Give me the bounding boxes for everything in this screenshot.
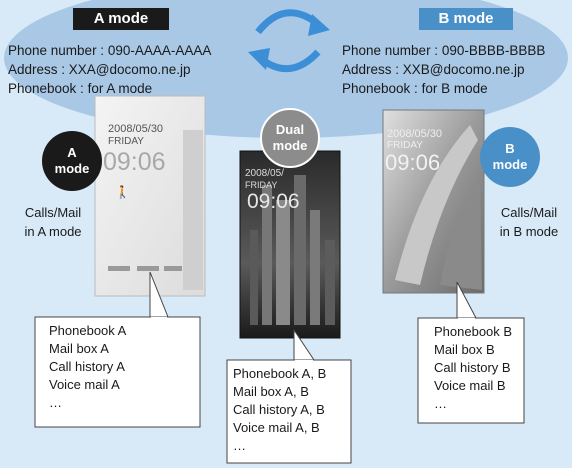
dual-badge-line2: mode	[272, 138, 308, 153]
dual-screen-day: FRIDAY	[245, 180, 278, 190]
callout-dual-item: Voice mail A, B	[233, 420, 320, 435]
a-screen-day: FRIDAY	[108, 136, 144, 147]
a-screen-time: 09:06	[103, 148, 166, 176]
a-side-label: Calls/Mail in A mode	[15, 203, 91, 241]
a-badge-line1: A	[67, 145, 77, 160]
b-screen-time: 09:06	[385, 150, 441, 175]
callout-a-item: Call history A	[49, 359, 125, 374]
a-mode-header: A mode	[73, 8, 169, 30]
person-icon: 🚶	[115, 185, 130, 199]
b-side-label: Calls/Mail in B mode	[490, 203, 568, 241]
phone-screen-a	[94, 95, 206, 297]
b-mode-phone: Phone number : 090-BBBB-BBBB	[342, 43, 546, 58]
callout-dual-item: Phonebook A, B	[233, 366, 327, 381]
b-mode-header: B mode	[419, 8, 513, 30]
callout-b-item: Voice mail B	[434, 378, 506, 393]
phone-screen-dual	[239, 150, 341, 339]
b-side-line2: in B mode	[499, 224, 559, 239]
callout-a-item: Voice mail A	[49, 377, 120, 392]
swap-arrows-icon	[248, 9, 330, 73]
b-mode-phonebook: Phonebook : for B mode	[342, 81, 488, 96]
a-mode-address: Address : XXA@docomo.ne.jp	[8, 62, 191, 77]
callout-dual	[226, 328, 352, 464]
callout-b-item: Mail box B	[434, 342, 495, 357]
callout-a-list: Phonebook A Mail box A Call history A Vo…	[49, 322, 126, 412]
callout-dual-item: …	[233, 438, 246, 453]
a-mode-phone: Phone number : 090-AAAA-AAAA	[8, 43, 212, 58]
b-screen-day: FRIDAY	[387, 140, 423, 151]
callout-b-item: Call history B	[434, 360, 511, 375]
dual-badge-line1: Dual	[275, 122, 305, 137]
b-badge-line2: mode	[492, 157, 528, 172]
dual-screen-date: 2008/05/	[245, 168, 284, 179]
callout-dual-list: Phonebook A, B Mail box A, B Call histor…	[233, 365, 326, 455]
a-screen-date: 2008/05/30	[108, 123, 164, 135]
callout-b-item: Phonebook B	[434, 324, 513, 339]
callout-b-list: Phonebook B Mail box B Call history B Vo…	[434, 323, 512, 413]
dual-screen-time: 09:06	[247, 190, 300, 213]
a-mode-phonebook: Phonebook : for A mode	[8, 81, 153, 96]
a-side-line2: in A mode	[24, 224, 82, 239]
callout-a	[34, 271, 201, 428]
a-badge-line2: mode	[54, 161, 90, 176]
callout-a-item: Phonebook A	[49, 323, 127, 338]
callout-dual-item: Call history A, B	[233, 402, 325, 417]
b-side-line1: Calls/Mail	[500, 205, 558, 220]
b-mode-address: Address : XXB@docomo.ne.jp	[342, 62, 525, 77]
b-screen-date: 2008/05/30	[387, 128, 443, 140]
callout-a-item: Mail box A	[49, 341, 109, 356]
callout-b	[417, 281, 525, 424]
callout-a-item: …	[49, 395, 62, 410]
callout-b-item: …	[434, 396, 447, 411]
phone-screen-b	[382, 109, 485, 294]
callout-dual-item: Mail box A, B	[233, 384, 309, 399]
b-badge-line1: B	[505, 141, 515, 156]
a-side-line1: Calls/Mail	[24, 205, 82, 220]
